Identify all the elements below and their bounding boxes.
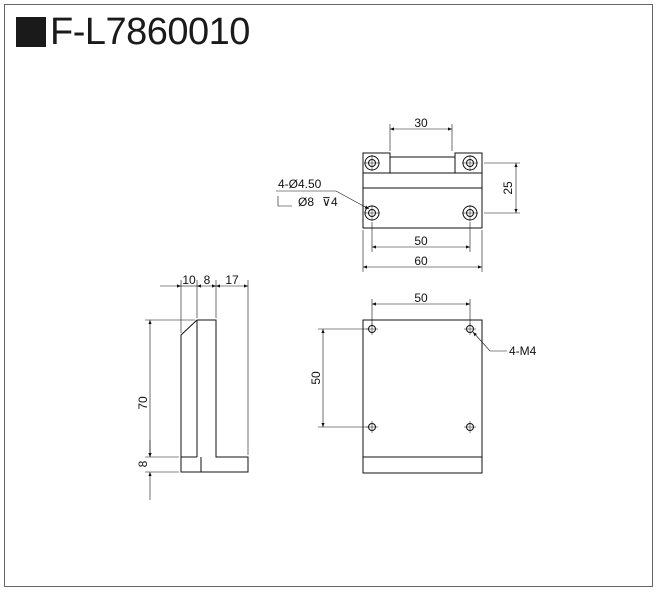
top-view-dim-30: 30 [414, 116, 428, 130]
drawing-title: F-L7860010 [16, 12, 250, 52]
side-view [145, 280, 249, 500]
part-number: F-L7860010 [50, 11, 250, 53]
title-square-icon [16, 17, 46, 47]
front-view-dim-50-height: 50 [309, 371, 323, 385]
side-view-dim-70: 70 [136, 396, 150, 410]
hole-callout-counterbore: Ø8 [298, 195, 314, 209]
hole-callout-depth: 4 [331, 195, 338, 209]
side-view-dim-8: 8 [204, 273, 211, 287]
top-view-right-tab [454, 152, 483, 174]
counterbore-hole [364, 155, 380, 171]
counterbore-hole [462, 205, 478, 221]
front-view-dim-50-width: 50 [414, 291, 428, 305]
counterbore-hole [462, 155, 478, 171]
top-view-dim-50: 50 [414, 234, 428, 248]
drawing-frame [4, 4, 653, 587]
side-view-dim-base-8: 8 [136, 460, 150, 467]
thread-callout: 4-M4 [509, 344, 537, 358]
top-view-dim-25: 25 [501, 181, 515, 195]
side-view-dim-10: 10 [182, 273, 196, 287]
hole-callout-diameter: 4-Ø4.50 [278, 177, 322, 191]
top-view [276, 124, 520, 272]
side-view-dim-17: 17 [225, 273, 239, 287]
top-view-dim-60: 60 [414, 254, 428, 268]
top-view-plate [362, 187, 483, 229]
top-view-left-tab [362, 152, 391, 174]
tapped-hole [464, 421, 476, 433]
depth-symbol-icon: ⊽ [322, 195, 331, 209]
front-view [318, 299, 507, 474]
side-view-profile [180, 319, 249, 473]
front-view-plate [362, 319, 483, 474]
counterbore-hole [364, 205, 380, 221]
